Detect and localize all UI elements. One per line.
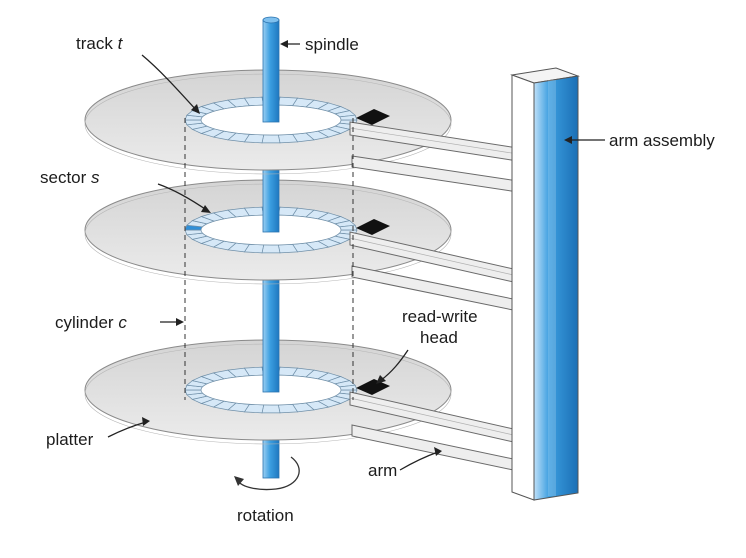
- arm-label: arm: [368, 461, 397, 480]
- read-write-head-top: [356, 109, 390, 125]
- read-write-label-line1: read-write: [402, 307, 478, 326]
- sector-label: sector s: [40, 168, 100, 187]
- read-write-label-line2: head: [420, 328, 458, 347]
- track-segment: [261, 404, 281, 414]
- track-pointer: [141, 54, 200, 114]
- read-write-head-middle: [356, 219, 390, 235]
- rotation-arrow-icon: [234, 456, 300, 491]
- sector-pointer: [157, 183, 211, 213]
- arm-pointer: [399, 447, 442, 471]
- arm-top-lower: [351, 155, 519, 193]
- cylinder-label: cylinder c: [55, 313, 127, 332]
- rotation-label: rotation: [237, 506, 294, 525]
- platter-label: platter: [46, 430, 94, 449]
- track-ring-top: [184, 96, 358, 144]
- spindle-pointer: [280, 40, 300, 48]
- spindle-top: [262, 19, 280, 123]
- track-segment: [261, 244, 281, 254]
- arm-assembly-pointer: [564, 136, 605, 144]
- platter-pointer: [107, 417, 150, 438]
- cylinder-pointer: [160, 318, 184, 326]
- spindle-label: spindle: [305, 35, 359, 54]
- read-write-head-pointer: [376, 349, 409, 384]
- track-segment: [261, 134, 281, 144]
- arm-top-upper: [349, 109, 519, 162]
- spindle-middle-lower: [262, 263, 280, 393]
- track-label: track t: [76, 34, 124, 53]
- arm-assembly-label: arm assembly: [609, 131, 715, 150]
- cylinder-outline: [184, 118, 354, 400]
- read-write-head-bottom: [356, 379, 390, 395]
- arm-assembly-column: [510, 67, 580, 501]
